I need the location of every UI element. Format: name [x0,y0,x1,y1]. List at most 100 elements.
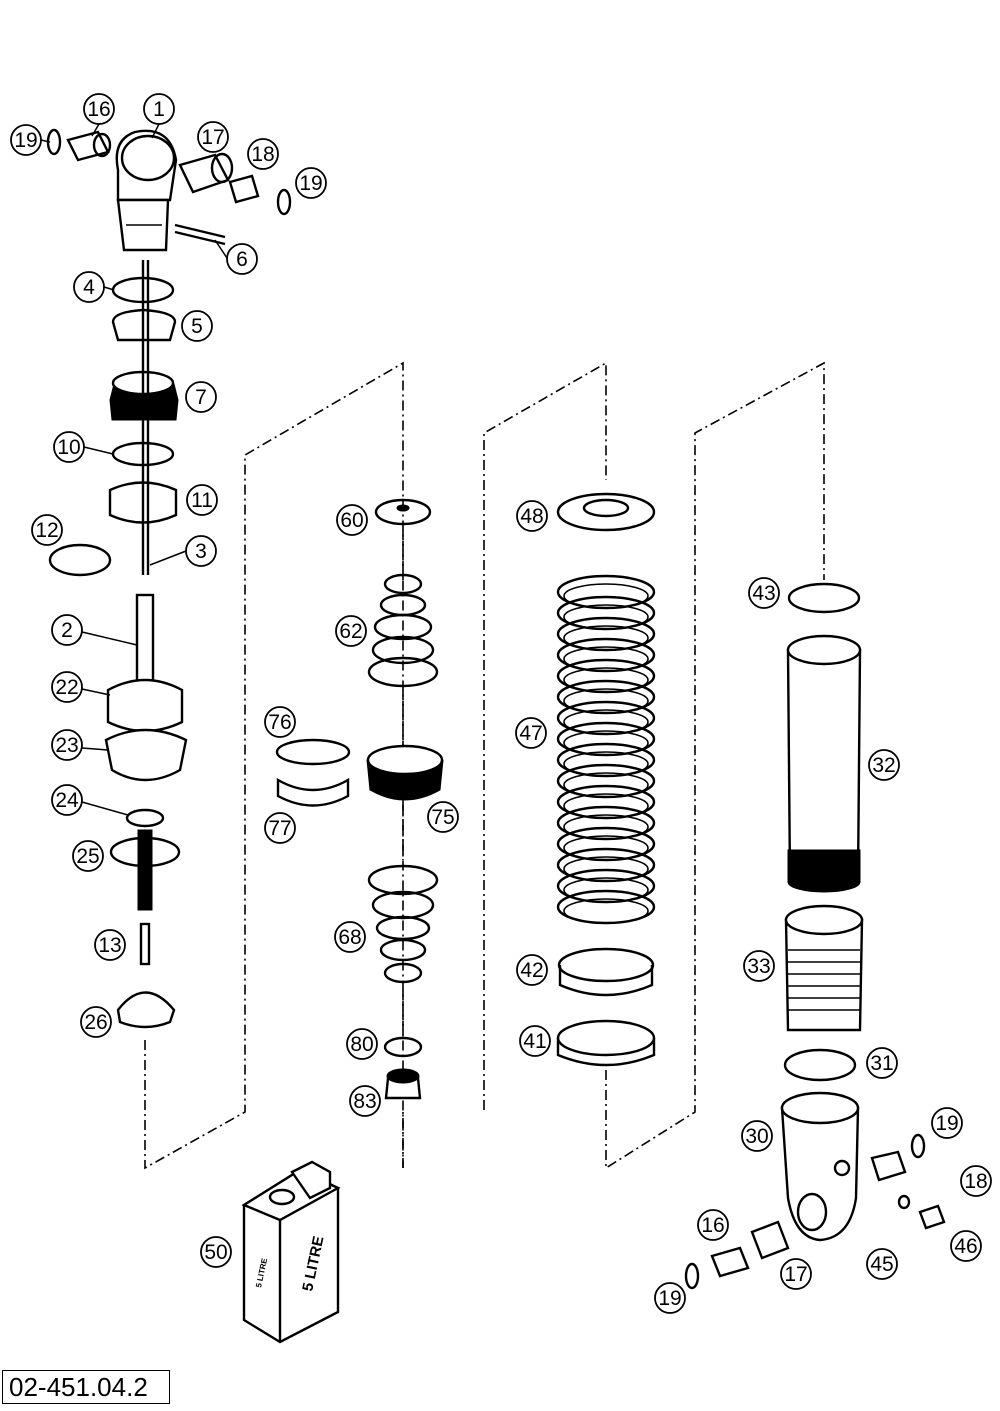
callout-1: 1 [143,93,175,125]
svg-text:47: 47 [519,722,542,745]
svg-text:46: 46 [954,1235,977,1258]
spring-coil-inner [563,772,649,798]
svg-text:62: 62 [339,620,362,643]
piston-rings [275,738,351,807]
svg-text:41: 41 [523,1030,546,1053]
svg-text:5: 5 [191,315,203,338]
svg-text:24: 24 [55,789,79,812]
svg-text:31: 31 [870,1052,893,1075]
callout-41: 41 [519,1025,551,1057]
callout-48: 48 [516,500,548,532]
eye-bearing-head [115,129,226,252]
callout-6: 6 [226,243,258,275]
svg-text:83: 83 [353,1090,376,1113]
svg-text:16: 16 [701,1214,724,1237]
spring-coil-inner [563,751,649,777]
callout-7: 7 [185,381,217,413]
spring-coil-inner [563,730,649,756]
callout-10: 10 [53,431,85,463]
coil-spring [556,574,656,925]
svg-text:68: 68 [338,926,361,949]
shim-stack-lower [367,864,439,984]
svg-text:43: 43 [752,582,775,605]
o-ring-lower [783,1048,857,1082]
spring-coil-inner [563,898,649,924]
callout-18: 18 [960,1165,992,1197]
callout-13: 13 [94,929,126,961]
callout-77: 77 [264,812,296,844]
svg-text:18: 18 [964,1170,987,1193]
callout-83: 83 [349,1085,381,1117]
callout-60: 60 [336,504,368,536]
callout-46: 46 [950,1230,982,1262]
svg-text:19: 19 [658,1287,681,1310]
callout-5: 5 [181,310,213,342]
callout-16: 16 [697,1209,729,1241]
svg-text:22: 22 [55,676,78,699]
svg-text:16: 16 [87,98,110,121]
callout-19: 19 [654,1282,686,1314]
rod-head-and-rings [48,260,179,577]
svg-text:4: 4 [83,276,95,299]
cylinder-tube [786,634,862,893]
svg-text:25: 25 [76,845,99,868]
callout-75: 75 [427,801,459,833]
svg-text:30: 30 [745,1125,768,1148]
svg-text:26: 26 [84,1011,107,1034]
spring-coil-inner [563,835,649,861]
svg-text:33: 33 [747,955,770,978]
callout-31: 31 [866,1047,898,1079]
callout-18: 18 [247,138,279,170]
callout-3: 3 [185,535,217,567]
nut-and-washer [383,1036,423,1100]
callout-17: 17 [780,1258,812,1290]
callout-25: 25 [72,840,104,872]
svg-text:18: 18 [251,143,274,166]
svg-text:76: 76 [268,711,291,734]
callout-19: 19 [931,1107,963,1139]
piston [366,744,444,801]
svg-text:17: 17 [784,1263,807,1286]
svg-text:2: 2 [61,619,73,642]
callout-4: 4 [73,271,105,303]
svg-text:77: 77 [268,817,291,840]
svg-text:1: 1 [153,98,165,121]
callout-23: 23 [51,729,83,761]
spring-coil-inner [563,877,649,903]
svg-text:10: 10 [57,436,80,459]
svg-text:60: 60 [340,509,363,532]
svg-text:48: 48 [520,505,543,528]
svg-text:6: 6 [236,248,248,271]
callout-62: 62 [335,615,367,647]
spring-retainer [556,492,656,532]
svg-text:42: 42 [520,959,543,982]
svg-text:32: 32 [872,754,895,777]
callout-45: 45 [866,1248,898,1280]
callout-32: 32 [868,749,900,781]
callout-22: 22 [51,671,83,703]
callout-80: 80 [346,1028,378,1060]
callout-76: 76 [264,706,296,738]
spring-coil-inner [563,814,649,840]
callout-33: 33 [743,950,775,982]
callout-12: 12 [31,514,63,546]
svg-text:17: 17 [201,126,224,149]
retaining-ring-top [787,582,861,614]
callout-26: 26 [80,1006,112,1038]
spring-coil-inner [563,604,649,630]
callout-30: 30 [741,1120,773,1152]
spring-coil-inner [563,793,649,819]
svg-text:80: 80 [350,1033,373,1056]
lower-fittings [684,1133,946,1290]
bushing-upper-left [46,128,112,162]
callout-11: 11 [186,484,218,516]
spring-coil-inner [563,583,649,609]
spring-coil-inner [563,709,649,735]
callout-68: 68 [334,921,366,953]
svg-text:7: 7 [195,386,207,409]
spring-coil-inner [563,667,649,693]
svg-text:19: 19 [299,172,322,195]
svg-text:13: 13 [98,934,121,957]
callout-43: 43 [748,577,780,609]
